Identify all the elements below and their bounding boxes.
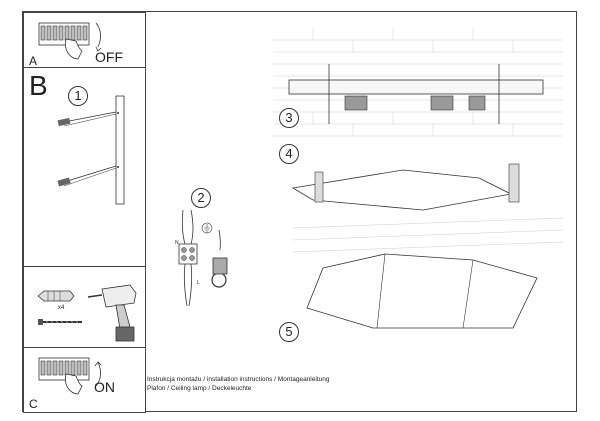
panel-letter-c: C xyxy=(29,397,38,411)
panel-c-power-on: ON C xyxy=(23,347,146,413)
panel-letter-b: B xyxy=(29,70,48,101)
panel-letter-a: A xyxy=(29,54,38,68)
neutral-label: N xyxy=(175,240,179,246)
caption-line-2: Plafon / Ceiling lamp / Deckeleuchte xyxy=(147,385,252,392)
on-label: ON xyxy=(94,379,115,395)
switch-on-icon xyxy=(38,357,102,395)
quantity-label: x4 xyxy=(58,305,65,311)
earth-ground-icon xyxy=(201,222,213,234)
wall-screw-mounting-illustration xyxy=(57,95,125,205)
panel-a-power-off: OFF A xyxy=(23,12,146,68)
wall-plug-icon xyxy=(37,290,75,302)
step-number-1: 1 xyxy=(68,86,88,106)
off-label: OFF xyxy=(95,49,123,65)
step-number-4: 4 xyxy=(279,144,299,164)
wiring-diagram xyxy=(178,209,228,307)
caption-line-1: Instrukcja montażu / installation instru… xyxy=(147,376,330,383)
switch-off-icon xyxy=(38,22,102,60)
step-number-3: 3 xyxy=(279,108,299,128)
panel-b-mounting: B 1 xyxy=(23,67,146,267)
step-number-2: 2 xyxy=(191,188,211,208)
screw-icon xyxy=(38,318,82,326)
step-number-5: 5 xyxy=(279,322,299,342)
drill-icon xyxy=(87,284,137,342)
live-label: L xyxy=(197,280,200,286)
instruction-sheet-frame: OFF A B 1 x4 xyxy=(22,11,577,413)
brick-wall-background xyxy=(273,28,564,329)
panel-tools: x4 xyxy=(23,266,146,348)
